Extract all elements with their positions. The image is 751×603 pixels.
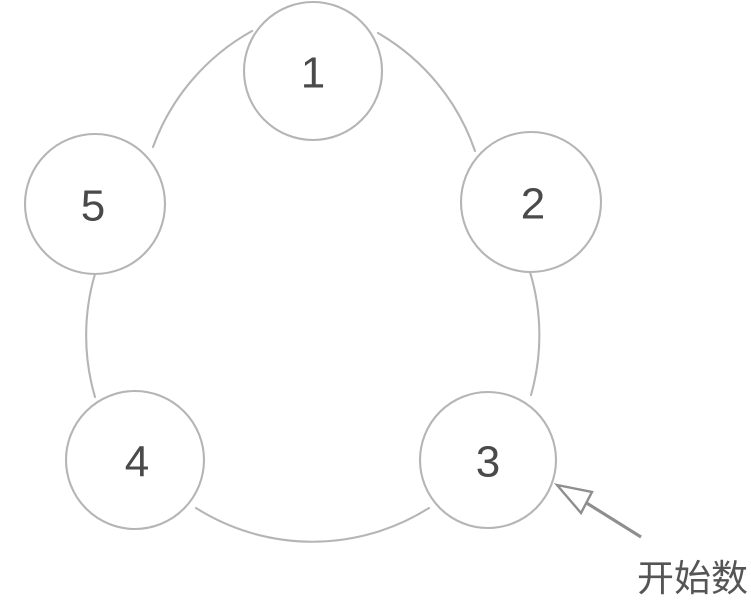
annotation-arrow-shaft	[584, 500, 642, 539]
annotation-arrow-head	[553, 483, 594, 516]
node-1[interactable]: 1	[242, 0, 384, 142]
node-1-label: 1	[301, 49, 325, 98]
edge-3-to-4	[194, 506, 431, 543]
edge-group	[85, 29, 541, 543]
node-5-circle[interactable]	[23, 132, 167, 276]
edge-5-to-1	[151, 29, 254, 149]
node-4-circle[interactable]	[64, 389, 206, 531]
node-4[interactable]: 4	[64, 389, 206, 531]
node-group: 1 2 3 4 5	[23, 0, 603, 531]
node-5-label: 5	[81, 182, 105, 231]
edge-1-to-2	[376, 31, 477, 153]
start-annotation: 开始数	[553, 483, 748, 600]
node-4-label: 4	[125, 438, 149, 487]
node-3[interactable]: 3	[418, 390, 558, 530]
node-5[interactable]: 5	[23, 132, 167, 276]
node-2[interactable]: 2	[459, 130, 603, 274]
annotation-label: 开始数	[637, 557, 748, 600]
node-3-label: 3	[476, 438, 500, 487]
node-2-label: 2	[521, 180, 545, 229]
edge-4-to-5	[85, 272, 97, 399]
node-3-circle[interactable]	[418, 390, 558, 530]
node-1-circle[interactable]	[242, 0, 384, 142]
node-2-circle[interactable]	[459, 130, 603, 274]
edge-2-to-3	[528, 270, 541, 397]
